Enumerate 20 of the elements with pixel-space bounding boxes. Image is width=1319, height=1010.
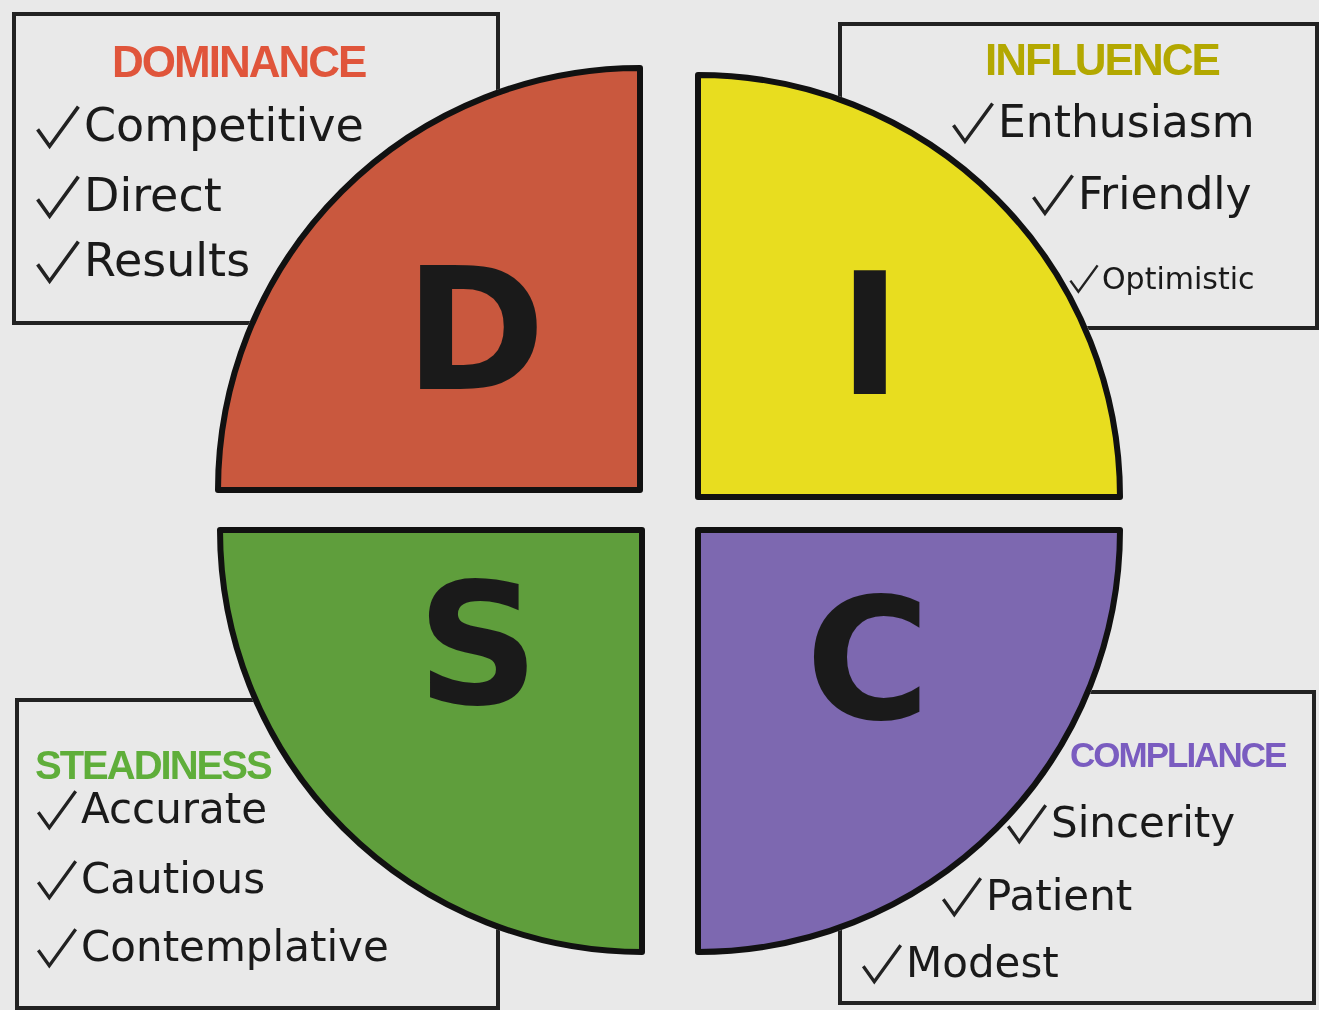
quadrant-letter: I [838,250,902,420]
list-item: Patient [986,873,1133,920]
list-item: Sincerity [1051,800,1236,847]
list-item: Results [84,235,251,286]
quadrant-letter: C [805,575,931,745]
quadrant-letter: D [404,245,546,415]
list-item: Modest [906,940,1059,987]
heading: INFLUENCE [985,38,1219,82]
list-item: Competitive [84,100,364,151]
heading: STEADINESS [35,745,271,785]
list-item: Optimistic [1102,262,1255,295]
list-item: Enthusiasm [998,98,1255,147]
heading: DOMINANCE [112,40,366,84]
list-item: Cautious [81,856,266,903]
heading: COMPLIANCE [1070,737,1286,772]
list-item: Accurate [81,786,268,833]
list-item: Contemplative [81,924,389,971]
list-item: Direct [84,170,222,221]
quadrant-letter: S [416,560,540,730]
list-item: Friendly [1078,170,1252,219]
